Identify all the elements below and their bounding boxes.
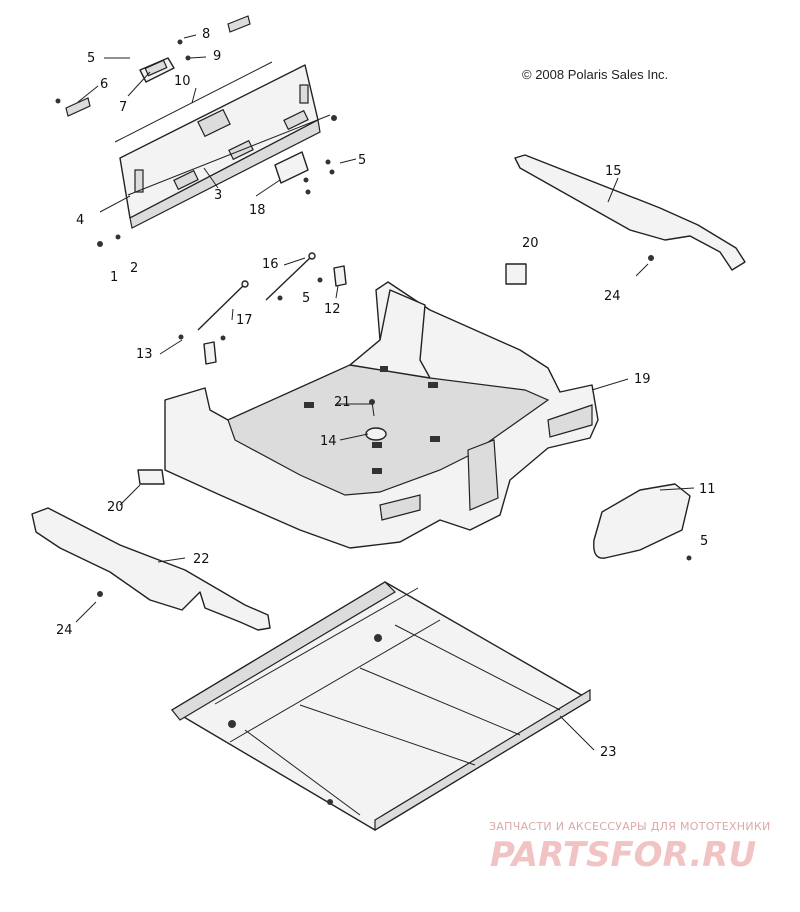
callout-10: 10 [174, 74, 191, 89]
callout-18: 18 [249, 203, 266, 218]
callout-11: 11 [699, 482, 716, 497]
callout-21: 21 [334, 395, 351, 410]
callout-7: 7 [119, 100, 127, 115]
cargo-box-part-19 [164, 281, 599, 549]
rail-part-22 [31, 507, 271, 631]
callout-5d: 5 [700, 534, 708, 549]
callout-5c: 5 [302, 291, 310, 306]
callout-6: 6 [100, 77, 108, 92]
callout-14: 14 [320, 434, 337, 449]
callout-4: 4 [76, 213, 84, 228]
callout-2: 2 [130, 261, 138, 276]
callout-23: 23 [600, 745, 617, 760]
callout-15: 15 [605, 164, 622, 179]
bolt-part-21 [369, 399, 375, 417]
callout-3: 3 [214, 188, 222, 203]
callout-13: 13 [136, 347, 153, 362]
fitting-part-14 [365, 427, 387, 441]
callout-1: 1 [110, 270, 118, 285]
bracket-part-13 [203, 341, 217, 365]
cable-part-10 [114, 61, 331, 196]
plate-part-18 [274, 151, 309, 184]
callout-24a: 24 [604, 289, 621, 304]
callout-5a: 5 [87, 51, 95, 66]
callout-17: 17 [236, 313, 253, 328]
callout-19: 19 [634, 372, 651, 387]
callout-22: 22 [193, 552, 210, 567]
watermark: ЗАПЧАСТИ И АКСЕССУАРЫ ДЛЯ МОТОТЕХНИКИ PA… [489, 820, 771, 875]
strut-part-17 [197, 280, 249, 331]
callout-24b: 24 [56, 623, 73, 638]
decal-part-20-left [137, 469, 165, 485]
rail-part-15 [514, 154, 746, 271]
decal-part-20-right [505, 263, 527, 285]
cover-part-11 [593, 483, 691, 559]
bracket-part-12 [333, 265, 347, 287]
callout-16: 16 [262, 257, 279, 272]
callout-5b: 5 [358, 153, 366, 168]
watermark-brand: PARTSFOR.RU [490, 835, 756, 875]
frame-part-23 [171, 581, 591, 832]
callout-20a: 20 [522, 236, 539, 251]
callout-12: 12 [324, 302, 341, 317]
fasteners-top [55, 39, 692, 597]
callout-20b: 20 [107, 500, 124, 515]
handle-part-7 [139, 57, 175, 83]
tailgate-part-3 [119, 64, 321, 229]
callout-9: 9 [213, 49, 221, 64]
callout-8: 8 [202, 27, 210, 42]
watermark-subtitle: ЗАПЧАСТИ И АКСЕССУАРЫ ДЛЯ МОТОТЕХНИКИ [489, 820, 771, 833]
copyright-text: © 2008 Polaris Sales Inc. [522, 67, 668, 82]
leader-lines [75, 34, 695, 751]
callouts: 5 6 7 8 9 10 4 3 18 5 1 2 15 20 24 16 5 … [56, 27, 716, 760]
label-part-6 [65, 15, 251, 117]
strut-part-16 [265, 252, 316, 301]
